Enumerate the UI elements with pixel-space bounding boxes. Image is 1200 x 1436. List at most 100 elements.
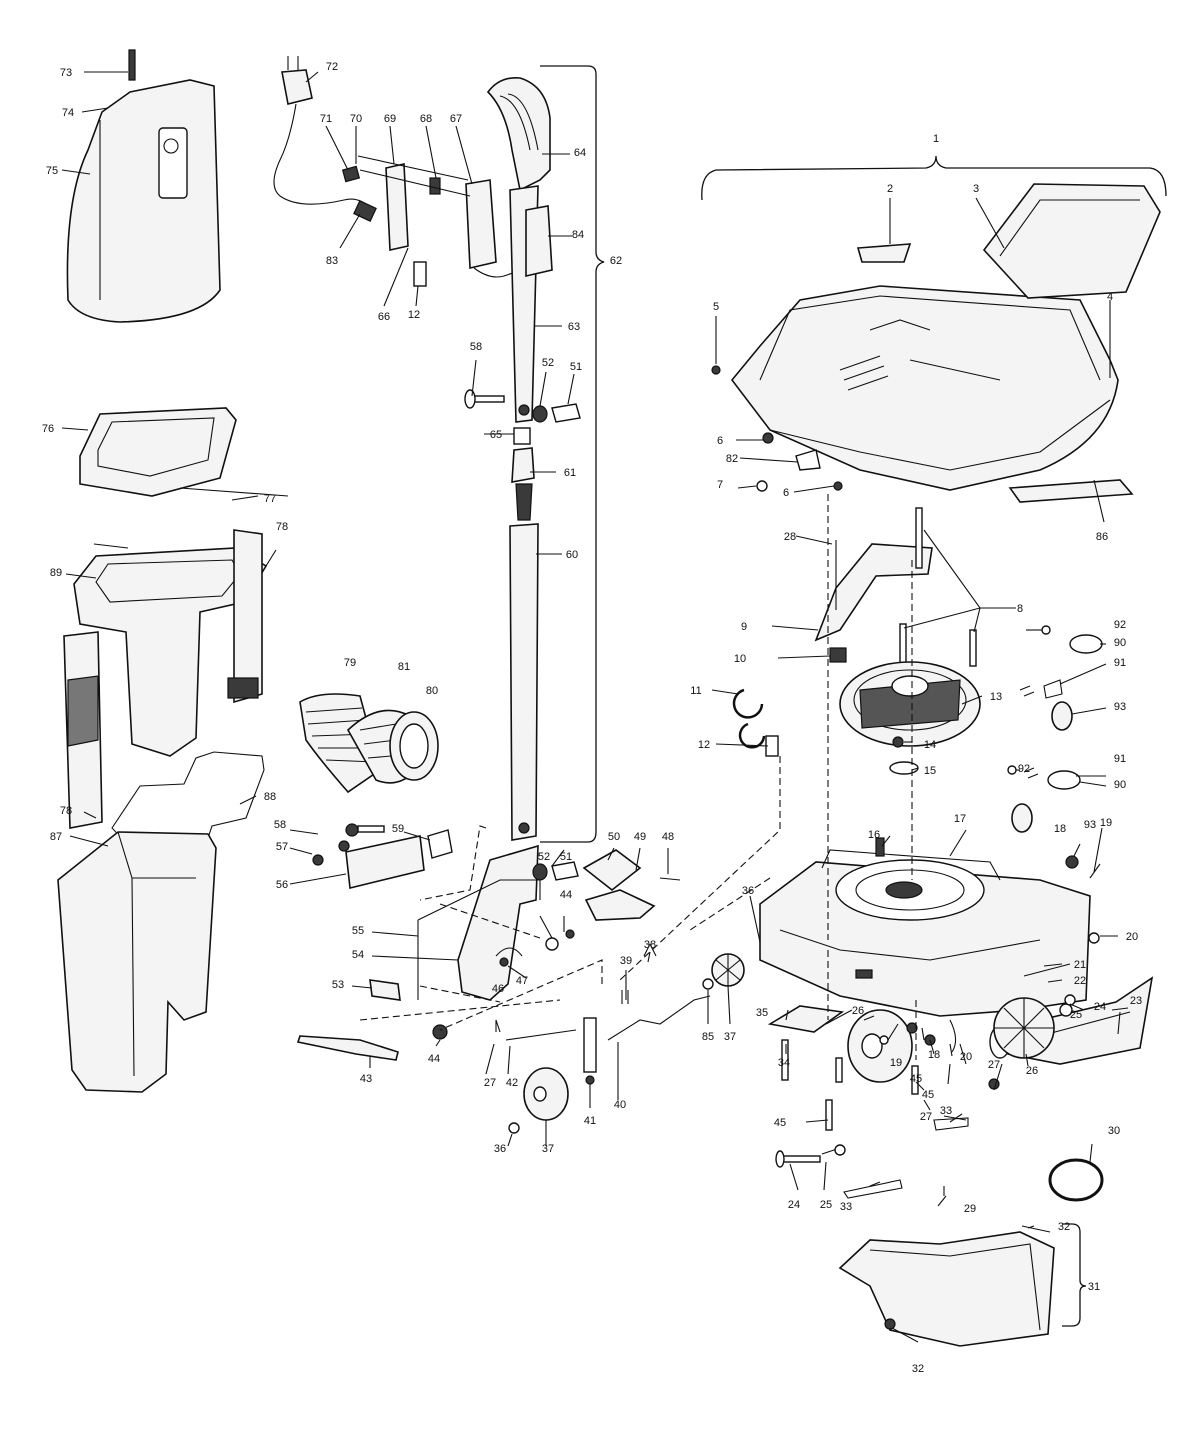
callout-c90b: 90 [1114, 779, 1126, 791]
callout-c52b: 52 [538, 851, 550, 863]
callout-c30: 30 [1108, 1125, 1120, 1137]
callout-c34: 34 [778, 1057, 790, 1069]
motor-clips [732, 688, 779, 757]
callout-c71: 71 [320, 113, 332, 125]
callout-c80: 80 [426, 685, 438, 697]
callout-c35: 35 [756, 1007, 768, 1019]
callout-c85: 85 [702, 1031, 714, 1043]
callout-c70: 70 [350, 113, 362, 125]
callout-c25b: 25 [820, 1199, 832, 1211]
callout-c92b: 92 [1018, 763, 1030, 775]
callout-c58a: 58 [470, 341, 482, 353]
handle-bolts-lower [532, 861, 579, 951]
callout-c33b: 33 [840, 1201, 852, 1213]
callout-c84: 84 [572, 229, 584, 241]
callout-c79: 79 [344, 657, 356, 669]
callout-c44b: 44 [560, 889, 572, 901]
callout-c66: 66 [378, 311, 390, 323]
callout-c91b: 91 [1114, 753, 1126, 765]
callout-c65: 65 [490, 429, 502, 441]
callout-c33a: 33 [940, 1105, 952, 1117]
motor-bracket [814, 507, 977, 667]
callout-c78b: 78 [60, 805, 72, 817]
callout-c19b: 19 [890, 1057, 902, 1069]
callout-c14: 14 [924, 739, 936, 751]
callout-c12b: 12 [408, 309, 420, 321]
leader-lines [61, 71, 1129, 1343]
callout-c40: 40 [614, 1099, 626, 1111]
hood [711, 183, 1161, 503]
callout-c20b: 20 [960, 1051, 972, 1063]
callout-c5: 5 [713, 301, 719, 313]
callout-c3: 3 [973, 183, 979, 195]
callout-c49: 49 [634, 831, 646, 843]
handle-bolts-upper [464, 389, 581, 423]
callout-c45c: 45 [922, 1089, 934, 1101]
callout-c56: 56 [276, 879, 288, 891]
callout-c54: 54 [352, 949, 364, 961]
callout-c89: 89 [50, 567, 62, 579]
callout-c52a: 52 [542, 357, 554, 369]
callout-c67: 67 [450, 113, 462, 125]
callout-c74: 74 [62, 107, 74, 119]
callout-c10: 10 [734, 653, 746, 665]
callout-c68: 68 [420, 113, 432, 125]
callout-c60: 60 [566, 549, 578, 561]
callout-c8: 8 [1017, 603, 1023, 615]
callout-c59: 59 [392, 823, 404, 835]
callout-c76: 76 [42, 423, 54, 435]
callout-c22: 22 [1074, 975, 1086, 987]
group-brackets [540, 65, 1167, 1327]
callout-c86: 86 [1096, 531, 1108, 543]
callout-c12a: 12 [698, 739, 710, 751]
callout-c77: 77 [264, 493, 276, 505]
callout-c55: 55 [352, 925, 364, 937]
callout-c7: 7 [717, 479, 723, 491]
callout-c11: 11 [690, 685, 701, 697]
callout-c81: 81 [398, 661, 410, 673]
callout-c23: 23 [1130, 995, 1142, 1007]
callout-c2: 2 [887, 183, 893, 195]
callout-c92a: 92 [1114, 619, 1126, 631]
callout-c57: 57 [276, 841, 288, 853]
callout-c51a: 51 [570, 361, 582, 373]
handle-bail [312, 823, 540, 1001]
bottom-plate [838, 1117, 1055, 1347]
callout-c53: 53 [332, 979, 344, 991]
callout-c29: 29 [964, 1203, 976, 1215]
callout-c83: 83 [326, 255, 338, 267]
callout-c91a: 91 [1114, 657, 1126, 669]
callout-c26a: 26 [1026, 1065, 1038, 1077]
callout-c13: 13 [990, 691, 1002, 703]
callout-c20a: 20 [1126, 931, 1138, 943]
callout-c48: 48 [662, 831, 674, 843]
callout-c32b: 32 [912, 1363, 924, 1375]
bag-cover [57, 831, 217, 1093]
callout-c62: 62 [610, 255, 622, 267]
callout-c61: 61 [564, 467, 576, 479]
callout-c75: 75 [46, 165, 58, 177]
callout-c63: 63 [568, 321, 580, 333]
callout-c44a: 44 [428, 1053, 440, 1065]
callout-c37a: 37 [724, 1031, 736, 1043]
callout-c42: 42 [506, 1077, 518, 1089]
callout-c18b: 18 [928, 1049, 940, 1061]
handle-lower [509, 427, 539, 841]
power-cord [273, 56, 377, 222]
callout-c4: 4 [1107, 291, 1113, 303]
callout-c45a: 45 [774, 1117, 786, 1129]
callout-c41: 41 [584, 1115, 596, 1127]
callout-c9: 9 [741, 621, 747, 633]
callout-c32a: 32 [1058, 1221, 1070, 1233]
callout-c51b: 51 [560, 851, 572, 863]
callout-c88: 88 [264, 791, 276, 803]
callout-c39: 39 [620, 955, 632, 967]
callout-c24b: 24 [788, 1199, 800, 1211]
assembly-lines [359, 494, 917, 1060]
callout-c47: 47 [516, 975, 528, 987]
callout-c6a: 6 [717, 435, 723, 447]
callout-c72: 72 [326, 61, 338, 73]
lamp-parts [1007, 625, 1103, 833]
